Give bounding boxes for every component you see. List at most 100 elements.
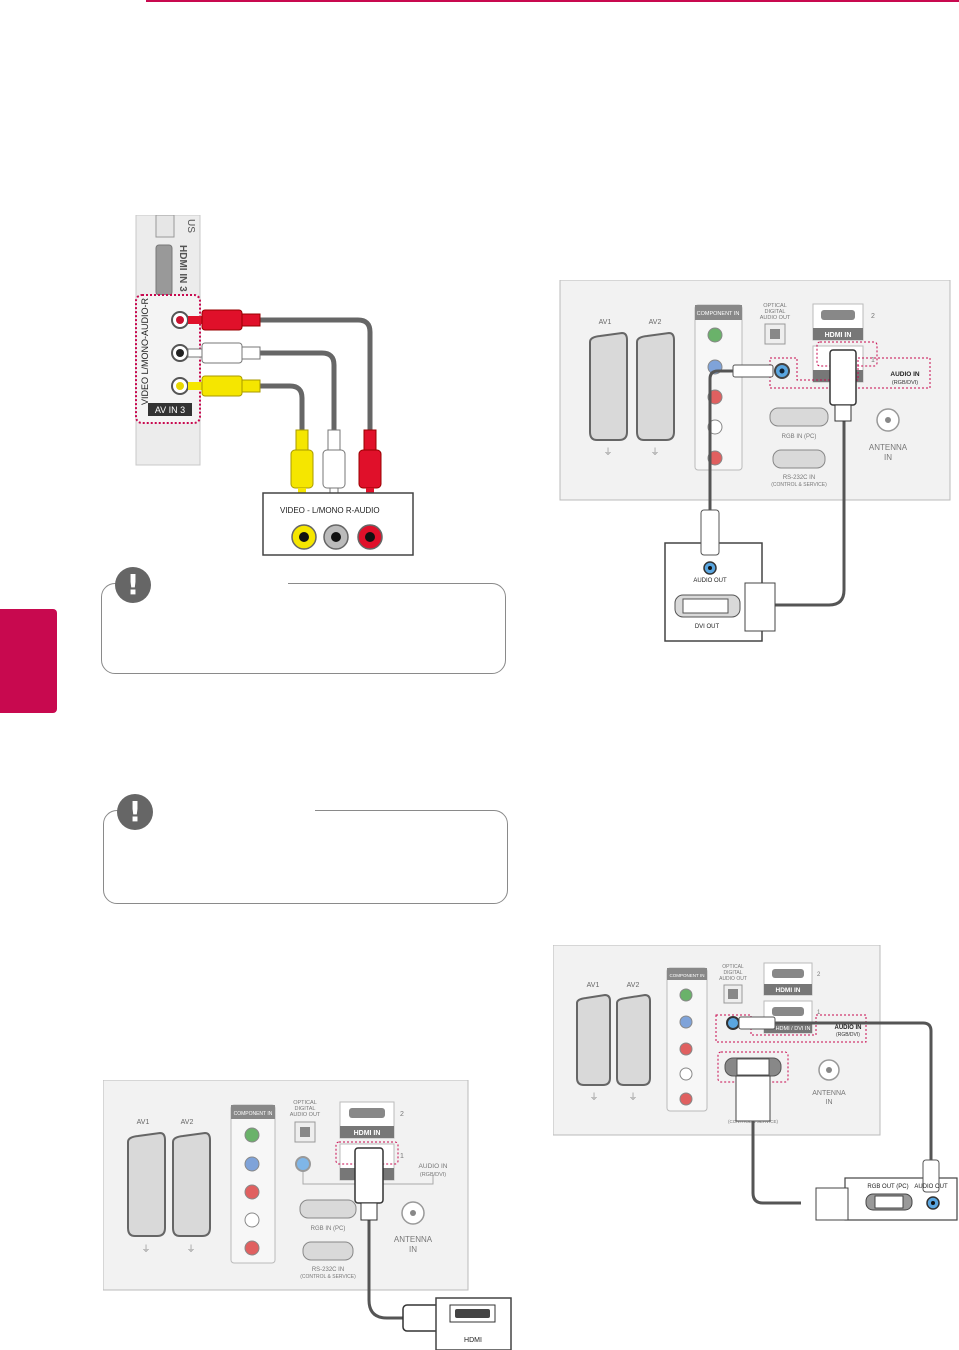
header-rule [146, 0, 959, 2]
av2-label: AV2 [181, 1119, 194, 1126]
antenna-label: ANTENNA [812, 1090, 846, 1097]
antenna-label: ANTENNA [869, 443, 908, 452]
vga-plug-pc [815, 1187, 849, 1221]
hdmi-plug-tv [354, 1147, 384, 1204]
component-pb-jack [679, 1015, 693, 1029]
hdmi2-number: 2 [400, 1111, 404, 1118]
device-av-labels: VIDEO - L/MONO R-AUDIO [280, 506, 380, 515]
exclamation-icon: ! [115, 567, 151, 603]
audio-plug-tv [732, 364, 774, 378]
scart-ground-icon: ⏚ [603, 447, 612, 457]
pc-audio-out-label: AUDIO OUT [693, 578, 727, 584]
av1-label: AV1 [137, 1119, 150, 1126]
component-pb-jack [244, 1156, 260, 1172]
hdmi1-number: 1 [817, 1010, 821, 1016]
hdmi2-number: 2 [817, 972, 821, 978]
plug-yellow-device [290, 429, 314, 502]
audio-in-jack [295, 1156, 311, 1172]
hdmi-dvi-in-label: HDMI / DVI IN [776, 1026, 811, 1032]
rgb-in-label: RGB IN (PC) [782, 434, 817, 440]
hdmi1-number: 1 [871, 357, 875, 364]
usb-label: US [185, 219, 196, 233]
hdmi-in-label: HDMI IN [354, 1130, 381, 1137]
hdmi3-port [155, 244, 173, 296]
scart-ground-icon: ⏚ [589, 1092, 598, 1102]
av2-label: AV2 [649, 319, 662, 326]
audio-cable [775, 1021, 933, 1160]
dvi-plug [744, 582, 776, 632]
rs232-port [772, 449, 826, 469]
plug-red [188, 309, 261, 331]
scart-av1 [576, 993, 611, 1086]
scart-av2 [172, 1131, 211, 1237]
hdmi-cable [367, 1220, 408, 1320]
audio-in-sublabel: (RGB/DVI) [420, 1172, 446, 1178]
hdmi-plug-tv [829, 349, 857, 406]
av2-label: AV2 [627, 982, 640, 989]
component-l-jack [244, 1212, 260, 1228]
component-y-jack [707, 327, 723, 343]
rgb-in-port [299, 1199, 357, 1219]
audio-plug-pc [700, 509, 720, 556]
audio-in-jack [726, 1016, 740, 1030]
cable-red [260, 317, 373, 430]
av-vertical-label: VIDEO L/MONO-AUDIO-R [140, 297, 150, 405]
audio-plug-pc [922, 1159, 940, 1193]
av-in3-label: AV IN 3 [155, 405, 185, 415]
component-pr-jack [244, 1184, 260, 1200]
dvi-out-label: DVI OUT [695, 624, 720, 630]
audio-in-sublabel: (RGB/DVI) [892, 380, 918, 386]
rs232-label: RS-232C IN [783, 475, 815, 481]
scart-ground-icon: ⏚ [650, 447, 659, 457]
audio-in-label: AUDIO IN [890, 371, 920, 378]
scart-av1 [589, 331, 628, 441]
audio-in-sublabel: (RGB/DVI) [836, 1032, 860, 1038]
vga-cable [751, 1121, 801, 1205]
note-box-2 [103, 808, 508, 904]
component-y-jack [679, 988, 693, 1002]
rs232-sublabel: (CONTROL & SERVICE) [771, 482, 827, 488]
plug-white-device [322, 429, 346, 503]
hdmi-in-label: HDMI IN [825, 332, 852, 339]
audio-in-label: AUDIO IN [835, 1025, 862, 1031]
component-r-jack [679, 1092, 693, 1106]
antenna-label: ANTENNA [394, 1235, 433, 1244]
av1-label: AV1 [599, 319, 612, 326]
component-pr-jack [679, 1042, 693, 1056]
device-hdmi-label: HDMI [464, 1337, 482, 1344]
audio-out-label: AUDIO OUT [914, 1184, 948, 1190]
component-in-label: COMPONENT IN [670, 973, 705, 978]
scart-av2 [636, 331, 675, 441]
rgb-out-label: RGB OUT (PC) [867, 1184, 908, 1190]
hdmi3-label: HDMI IN 3 [177, 245, 188, 292]
component-in-label: COMPONENT IN [697, 311, 740, 317]
chapter-tab [0, 609, 57, 713]
cable-yellow [260, 383, 305, 430]
antenna-sublabel: IN [409, 1245, 417, 1254]
rs232-port [302, 1241, 354, 1261]
rs232-label: RS-232C IN [312, 1267, 344, 1273]
component-r-jack [244, 1240, 260, 1256]
plug-red-device [358, 429, 382, 502]
rgb-in-port [769, 407, 829, 427]
usb-port [155, 215, 175, 238]
hdmi1-number: 1 [400, 1153, 404, 1160]
audio-in-highlight [769, 357, 931, 389]
scart-ground-icon: ⏚ [628, 1092, 637, 1102]
cable-white [260, 350, 337, 430]
component-l-jack [679, 1067, 693, 1081]
av1-label: AV1 [587, 982, 600, 989]
note-box-1 [101, 581, 506, 674]
scart-av2 [616, 993, 651, 1086]
antenna-sublabel: IN [826, 1099, 833, 1106]
plug-yellow [188, 375, 261, 397]
audio-plug-tv [738, 1016, 776, 1030]
exclamation-icon: ! [117, 794, 153, 830]
audio-cable [708, 369, 765, 510]
